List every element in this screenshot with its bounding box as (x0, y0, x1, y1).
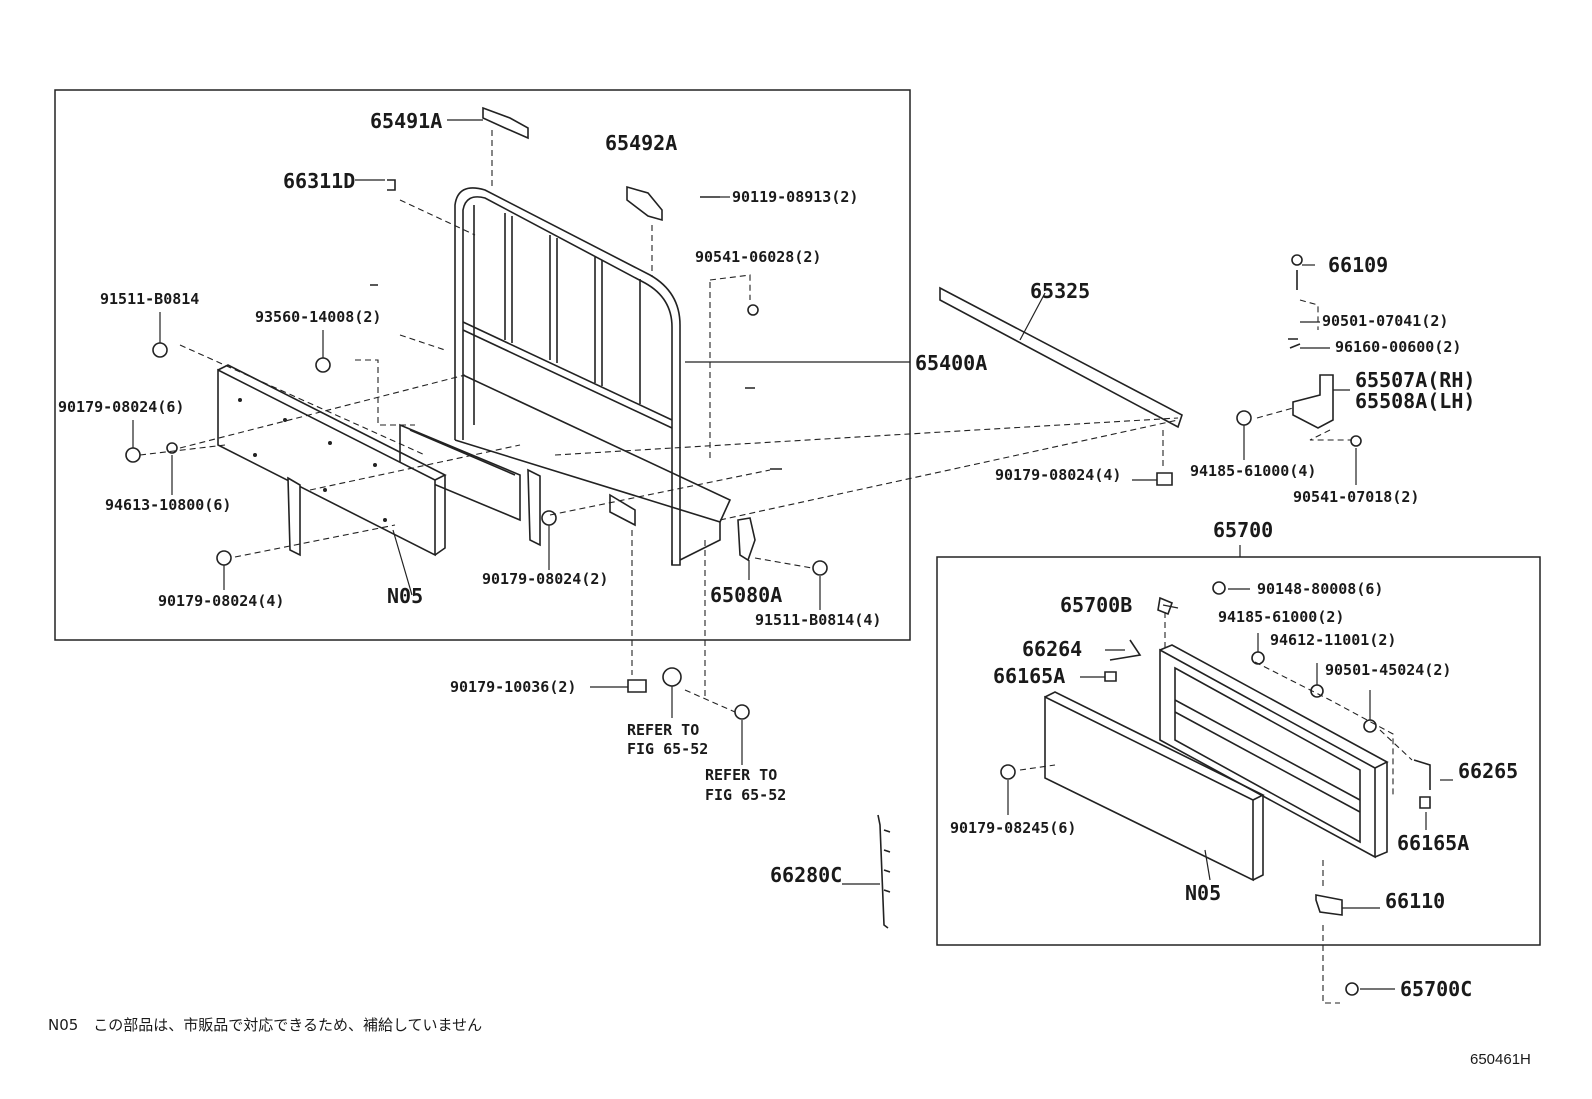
bracket-center (527, 468, 541, 547)
group-box-65400A (54, 89, 911, 641)
label-90179-08024-4-right: 90179-08024(4) (995, 466, 1121, 484)
label-90501-45024: 90501-45024(2) (1325, 661, 1451, 679)
label-94612-11001: 94612-11001(2) (1270, 631, 1396, 649)
part-65492A-icon (626, 185, 663, 222)
group-box-65700 (936, 556, 1541, 946)
label-66265: 66265 (1458, 759, 1518, 783)
label-65700C: 65700C (1400, 977, 1472, 1001)
part-66265-icon (1413, 759, 1431, 790)
headboard-frame (399, 187, 732, 566)
label-66280C: 66280C (770, 863, 842, 887)
label-refer-1b: FIG 65-52 (627, 740, 708, 758)
label-96160-00600: 96160-00600(2) (1335, 338, 1461, 356)
label-94185-61000-2: 94185-61000(2) (1218, 608, 1344, 626)
label-90179-08024-2: 90179-08024(2) (482, 570, 608, 588)
label-66110: 66110 (1385, 889, 1445, 913)
label-refer-2a: REFER TO (705, 766, 777, 784)
label-65400A: 65400A (915, 351, 987, 375)
label-90541-06028: 90541-06028(2) (695, 248, 821, 266)
label-90179-08245: 90179-08245(6) (950, 819, 1076, 837)
part-66165A-icon-2 (1419, 796, 1431, 809)
label-91511-B0814: 91511-B0814 (100, 290, 199, 308)
label-90501-07041: 90501-07041(2) (1322, 312, 1448, 330)
label-91511-B0814-4: 91511-B0814(4) (755, 611, 881, 629)
front-panel-n05-left (217, 364, 447, 557)
label-65492A: 65492A (605, 131, 677, 155)
part-66165A-icon (1104, 671, 1117, 682)
tailgate-frame (1159, 644, 1389, 859)
label-66165A-left: 66165A (993, 664, 1065, 688)
label-65491A: 65491A (370, 109, 442, 133)
label-90179-08024-6: 90179-08024(6) (58, 398, 184, 416)
label-93560-14008: 93560-14008(2) (255, 308, 381, 326)
label-94613-10800: 94613-10800(6) (105, 496, 231, 514)
label-65325: 65325 (1030, 279, 1090, 303)
front-panel-n05-right (1044, 691, 1265, 882)
label-66165A-right: 66165A (1397, 831, 1469, 855)
bracket-left (287, 476, 301, 557)
part-66264-icon (1109, 639, 1142, 661)
part-66311D-icon (387, 179, 396, 191)
part-66280C-icon (877, 814, 891, 929)
leader-lines (132, 119, 1453, 990)
label-90119-08913: 90119-08913(2) (732, 188, 858, 206)
part-65491A-icon (482, 106, 529, 140)
label-90179-08024-4-left: 90179-08024(4) (158, 592, 284, 610)
figure-code: 650461H (1470, 1051, 1531, 1068)
label-refer-2b: FIG 65-52 (705, 786, 786, 804)
part-65325-icon (939, 286, 1183, 429)
label-90179-10036: 90179-10036(2) (450, 678, 576, 696)
stud-bracket (609, 493, 636, 527)
assembly-lines (139, 130, 1413, 1004)
part-65507A-icon (1292, 374, 1334, 429)
label-n05-left: N05 (387, 584, 423, 608)
label-65080A: 65080A (710, 583, 782, 607)
label-90541-07018: 90541-07018(2) (1293, 488, 1419, 506)
label-65507A: 65507A(RH) (1355, 368, 1475, 392)
label-65508A: 65508A(LH) (1355, 389, 1475, 413)
label-refer-1a: REFER TO (627, 721, 699, 739)
part-66110-icon (1315, 894, 1343, 916)
label-65700: 65700 (1213, 518, 1273, 542)
label-66109: 66109 (1328, 253, 1388, 277)
label-65700B: 65700B (1060, 593, 1132, 617)
label-66264: 66264 (1022, 637, 1082, 661)
fasteners (125, 196, 1377, 996)
part-65080A-icon (737, 517, 756, 562)
label-90148-80008: 90148-80008(6) (1257, 580, 1383, 598)
footnote: N05 この部品は、市販品で対応できるため、補給していません (48, 1016, 482, 1034)
label-94185-61000-4: 94185-61000(4) (1190, 462, 1316, 480)
label-n05-right: N05 (1185, 881, 1221, 905)
label-66311D: 66311D (283, 169, 355, 193)
